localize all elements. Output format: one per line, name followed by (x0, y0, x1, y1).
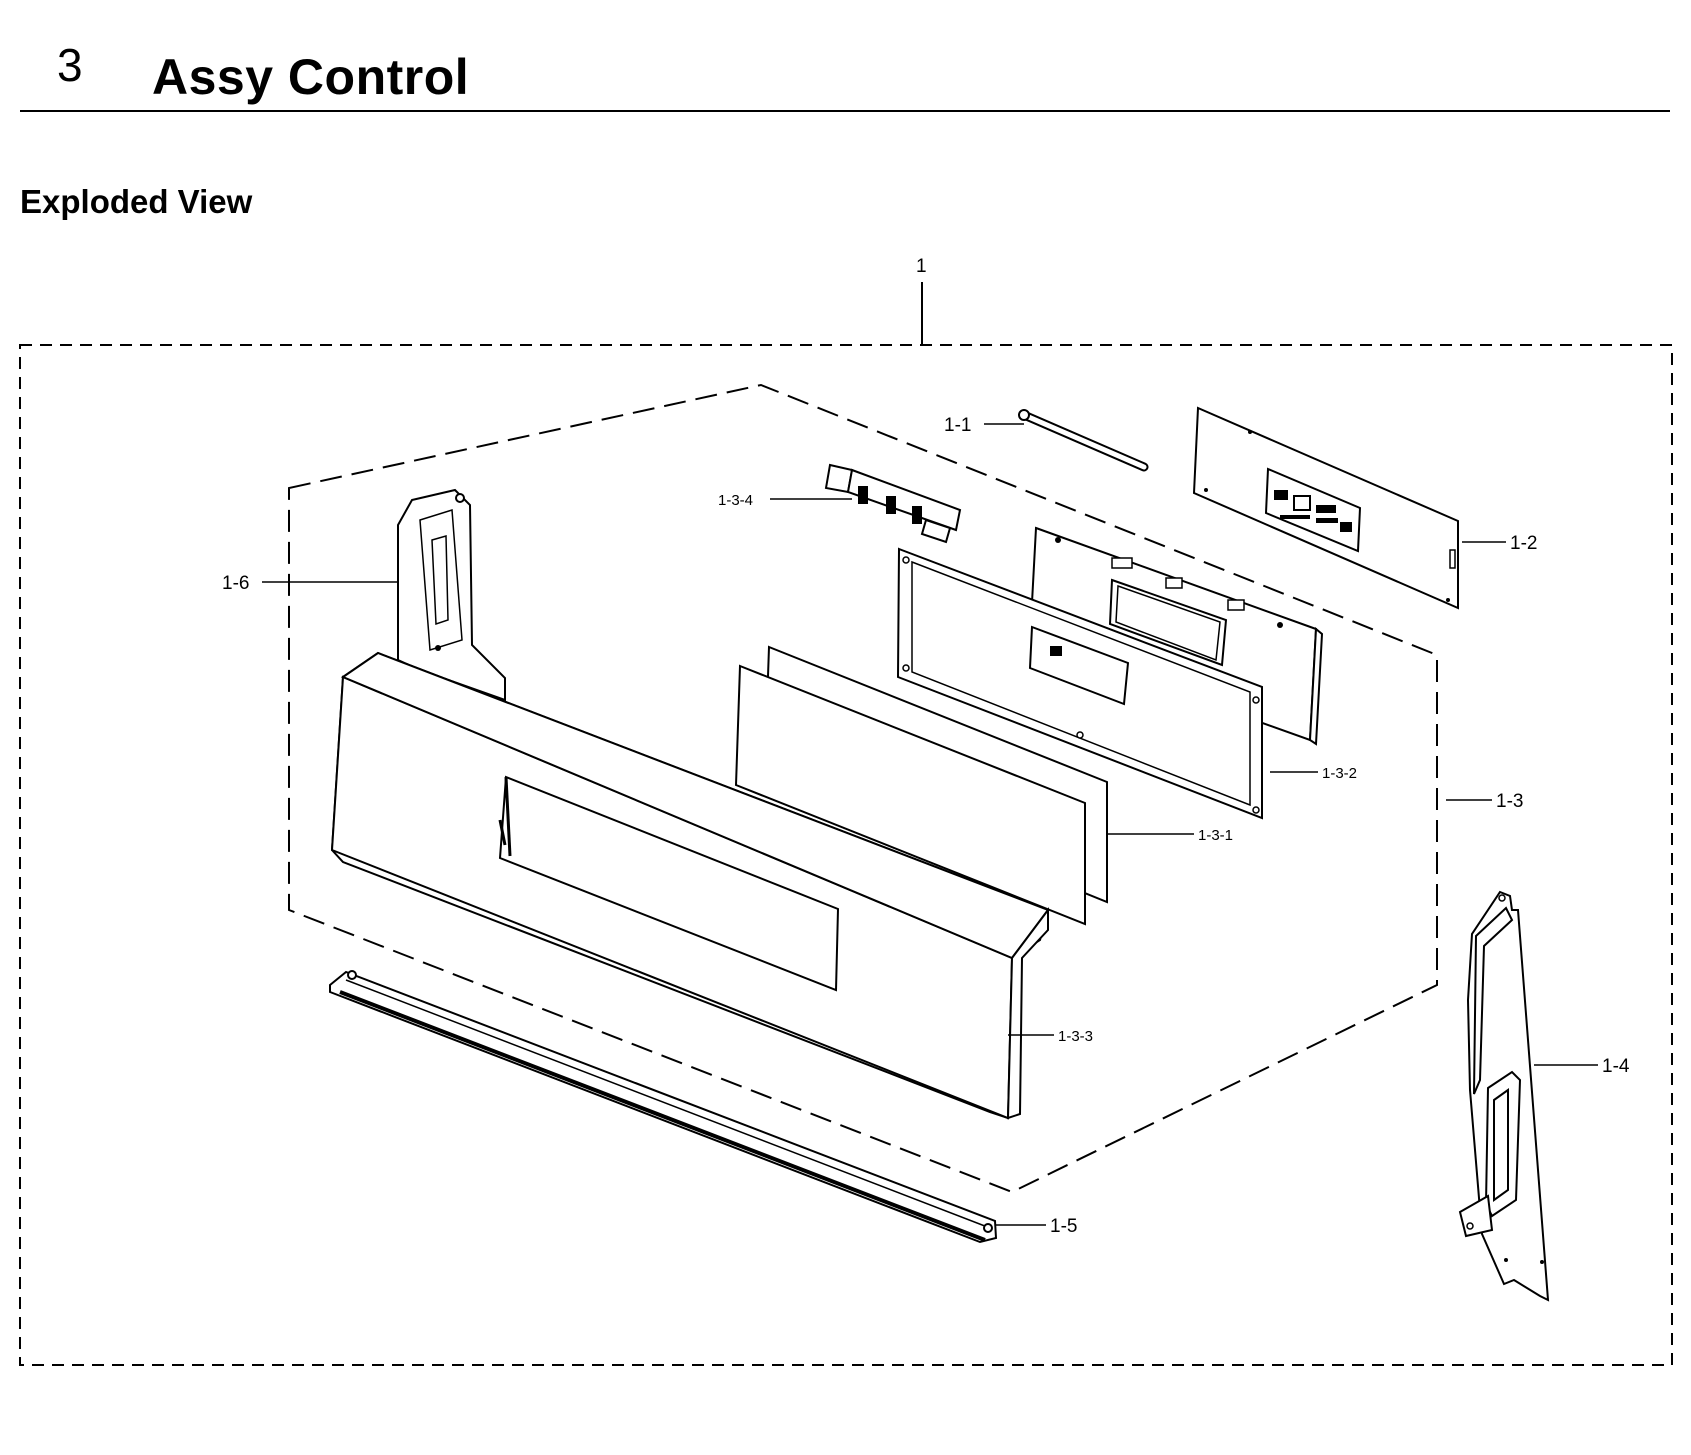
part-1-2-control-board (1192, 406, 1459, 610)
part-1-3-3-panel (330, 651, 1050, 1120)
callout-1-3: 1-3 (1496, 791, 1523, 812)
title-divider (20, 110, 1670, 112)
part-1-6-bracket (397, 488, 506, 702)
section-subtitle: Exploded View (20, 183, 253, 220)
callout-assembly: 1 (916, 256, 927, 277)
part-1-3-2-front-frame (896, 547, 1263, 820)
callout-1-3-1: 1-3-1 (1198, 827, 1233, 844)
callout-1-6: 1-6 (222, 573, 249, 594)
part-1-4-side-bracket (1458, 890, 1550, 1302)
callout-1-1: 1-1 (944, 415, 971, 436)
callout-1-3-3: 1-3-3 (1058, 1028, 1093, 1045)
part-1-3-1-glass (734, 645, 1108, 926)
sub-assembly-boundary (288, 383, 1438, 1194)
section-number: 3 (57, 39, 83, 91)
callout-1-3-2: 1-3-2 (1322, 765, 1357, 782)
leader-lines (262, 423, 1598, 1226)
assembly-boundary (19, 344, 1673, 1366)
part-1-3-4-connector (824, 463, 962, 544)
page-title: Assy Control (152, 49, 470, 105)
callout-1-5: 1-5 (1050, 1216, 1077, 1237)
callout-1-4: 1-4 (1602, 1056, 1630, 1077)
part-1-1-rod (1018, 409, 1149, 472)
part-1-5-rail (329, 970, 998, 1244)
callout-1-3-4: 1-3-4 (718, 492, 753, 509)
callout-1-2: 1-2 (1510, 533, 1537, 554)
